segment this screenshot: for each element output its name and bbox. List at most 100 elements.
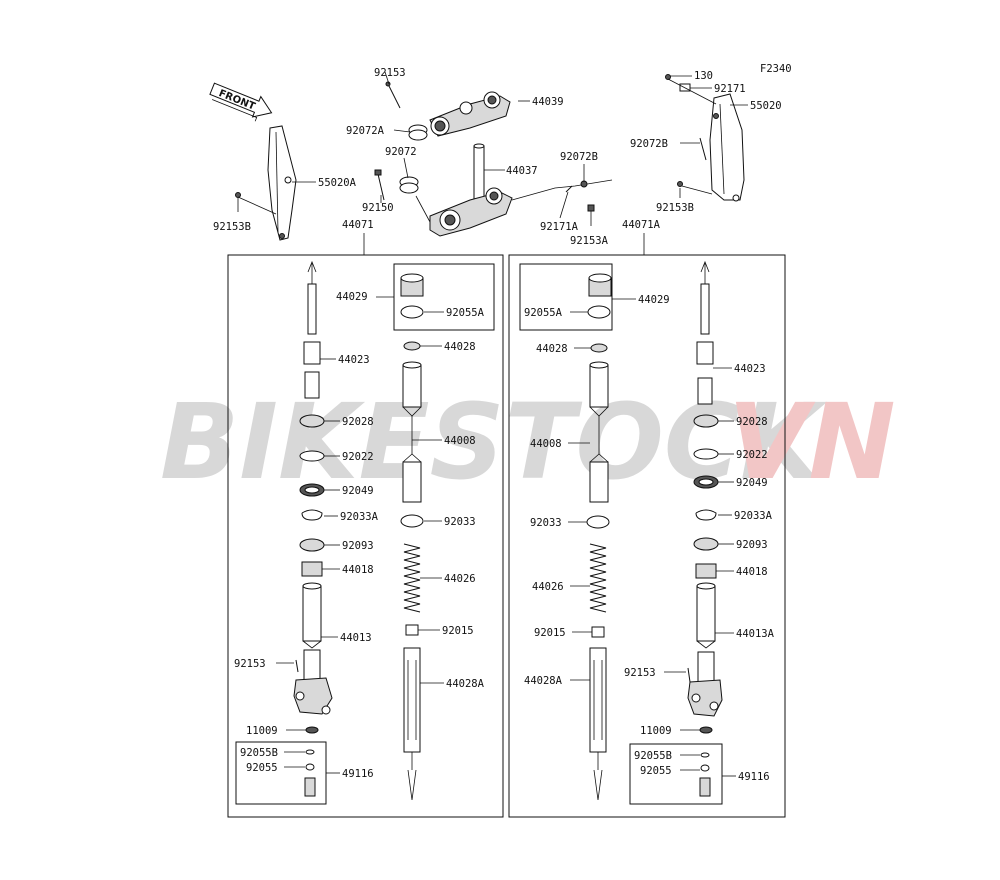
bushing-icon-2 — [695, 563, 717, 579]
label-44039: 44039 — [532, 96, 564, 108]
label-R-44028A: 44028A — [524, 675, 563, 687]
ring-icon-2 — [693, 414, 719, 428]
nut-icon — [405, 624, 419, 636]
label-R-92055A: 92055A — [524, 307, 563, 319]
label-R-44026: 44026 — [532, 581, 564, 593]
label-R-92028: 92028 — [736, 416, 768, 428]
small-o-ring-icon-2 — [700, 752, 710, 758]
label-L-92093: 92093 — [342, 540, 374, 552]
label-L-49116: 49116 — [342, 768, 374, 780]
label-92150: 92150 — [362, 202, 394, 214]
adjuster-icon-2 — [699, 777, 711, 797]
label-L-92033A: 92033A — [340, 511, 379, 523]
inner-tube-icon-2 — [696, 585, 716, 642]
outer-tube-icon — [402, 364, 422, 408]
dust-seal-icon — [299, 538, 325, 552]
o-ring-icon-4 — [586, 515, 610, 529]
steering-stem-icon — [473, 145, 485, 205]
front-arrow: FRONT — [209, 82, 273, 122]
label-R-11009: 11009 — [640, 725, 672, 737]
watermark-text-2: VN — [728, 381, 896, 503]
bolt-icon-2 — [377, 173, 385, 201]
label-L-92055B: 92055B — [240, 747, 278, 759]
label-92171: 92171 — [714, 83, 746, 95]
left-fork-assembly — [227, 254, 504, 818]
label-L-44018: 44018 — [342, 564, 374, 576]
label-92153B-right: 92153B — [656, 202, 694, 214]
label-L-92033: 92033 — [444, 516, 476, 528]
fork-spring-icon — [403, 543, 421, 613]
dust-seal-icon-2 — [693, 537, 719, 551]
label-L-44028A: 44028A — [446, 678, 485, 690]
label-L-11009: 11009 — [246, 725, 278, 737]
o-ring-icon — [400, 305, 424, 319]
label-92153B-left: 92153B — [213, 221, 251, 233]
fork-cover-icon-2 — [709, 93, 745, 201]
gasket-icon-2 — [699, 726, 713, 734]
watermark: BIKESTOCK VN — [160, 381, 896, 503]
label-92153A: 92153A — [570, 235, 609, 247]
label-L-44023: 44023 — [338, 354, 370, 366]
o-ring-icon-3 — [587, 305, 611, 319]
label-R-44023: 44023 — [734, 363, 766, 375]
label-L-92015: 92015 — [442, 625, 474, 637]
label-L-44013: 44013 — [340, 632, 372, 644]
fork-cover-icon — [267, 125, 297, 241]
bolt-icon-8 — [687, 667, 691, 683]
bushing-icon — [301, 561, 323, 577]
circlip-icon — [301, 509, 323, 521]
cartridge-tube-icon — [403, 647, 421, 753]
bolt-icon-7 — [295, 659, 299, 673]
fork-spring-icon-2 — [589, 543, 607, 613]
damper-rod-icon — [307, 283, 317, 335]
label-L-44008: 44008 — [444, 435, 476, 447]
label-R-92015: 92015 — [534, 627, 566, 639]
cartridge-tube-icon-2 — [589, 647, 607, 753]
label-R-92153: 92153 — [624, 667, 656, 679]
left-fork-box — [227, 254, 504, 818]
label-L-92049: 92049 — [342, 485, 374, 497]
label-L-92055A: 92055A — [446, 307, 485, 319]
label-R-92033: 92033 — [530, 517, 562, 529]
label-R-44028: 44028 — [536, 343, 568, 355]
inner-tube-icon — [302, 585, 322, 642]
fork-cover-left — [235, 125, 297, 241]
adjuster-icon — [304, 777, 316, 797]
o-ring-icon-2 — [400, 514, 424, 528]
right-fork-assembly — [508, 254, 786, 818]
gasket-icon — [305, 726, 319, 734]
bolt-icon-4 — [235, 192, 241, 198]
label-92072B-right: 92072B — [630, 138, 668, 150]
label-L-92055: 92055 — [246, 762, 278, 774]
figure-code: F2340 — [760, 63, 792, 75]
label-44037: 44037 — [506, 165, 538, 177]
label-44071A: 44071A — [622, 219, 661, 231]
label-L-92153: 92153 — [234, 658, 266, 670]
collar-icon-2 — [590, 343, 608, 353]
label-55020: 55020 — [750, 100, 782, 112]
bolt-icon-5 — [665, 74, 671, 80]
fork-cover-right — [665, 74, 745, 202]
label-R-44013A: 44013A — [736, 628, 775, 640]
clamp-icon-3 — [565, 185, 573, 193]
ring-icon — [299, 414, 325, 428]
label-R-92033A: 92033A — [734, 510, 773, 522]
label-R-92022: 92022 — [736, 449, 768, 461]
label-55020A: 55020A — [318, 177, 357, 189]
nut-icon-2 — [591, 626, 605, 638]
small-o-ring-icon — [305, 749, 315, 755]
label-L-44029: 44029 — [336, 291, 368, 303]
label-R-92055B: 92055B — [634, 750, 672, 762]
label-L-92028: 92028 — [342, 416, 374, 428]
circlip-icon-2 — [695, 509, 717, 521]
washer-icon-2 — [693, 448, 719, 460]
label-R-44029: 44029 — [638, 294, 670, 306]
label-R-44018: 44018 — [736, 566, 768, 578]
label-92171A: 92171A — [540, 221, 579, 233]
damper-rod-icon-2 — [700, 283, 710, 335]
label-130: 130 — [694, 70, 713, 82]
bolt-icon-6 — [677, 181, 683, 187]
label-L-44028: 44028 — [444, 341, 476, 353]
bolt-icon — [387, 83, 401, 109]
